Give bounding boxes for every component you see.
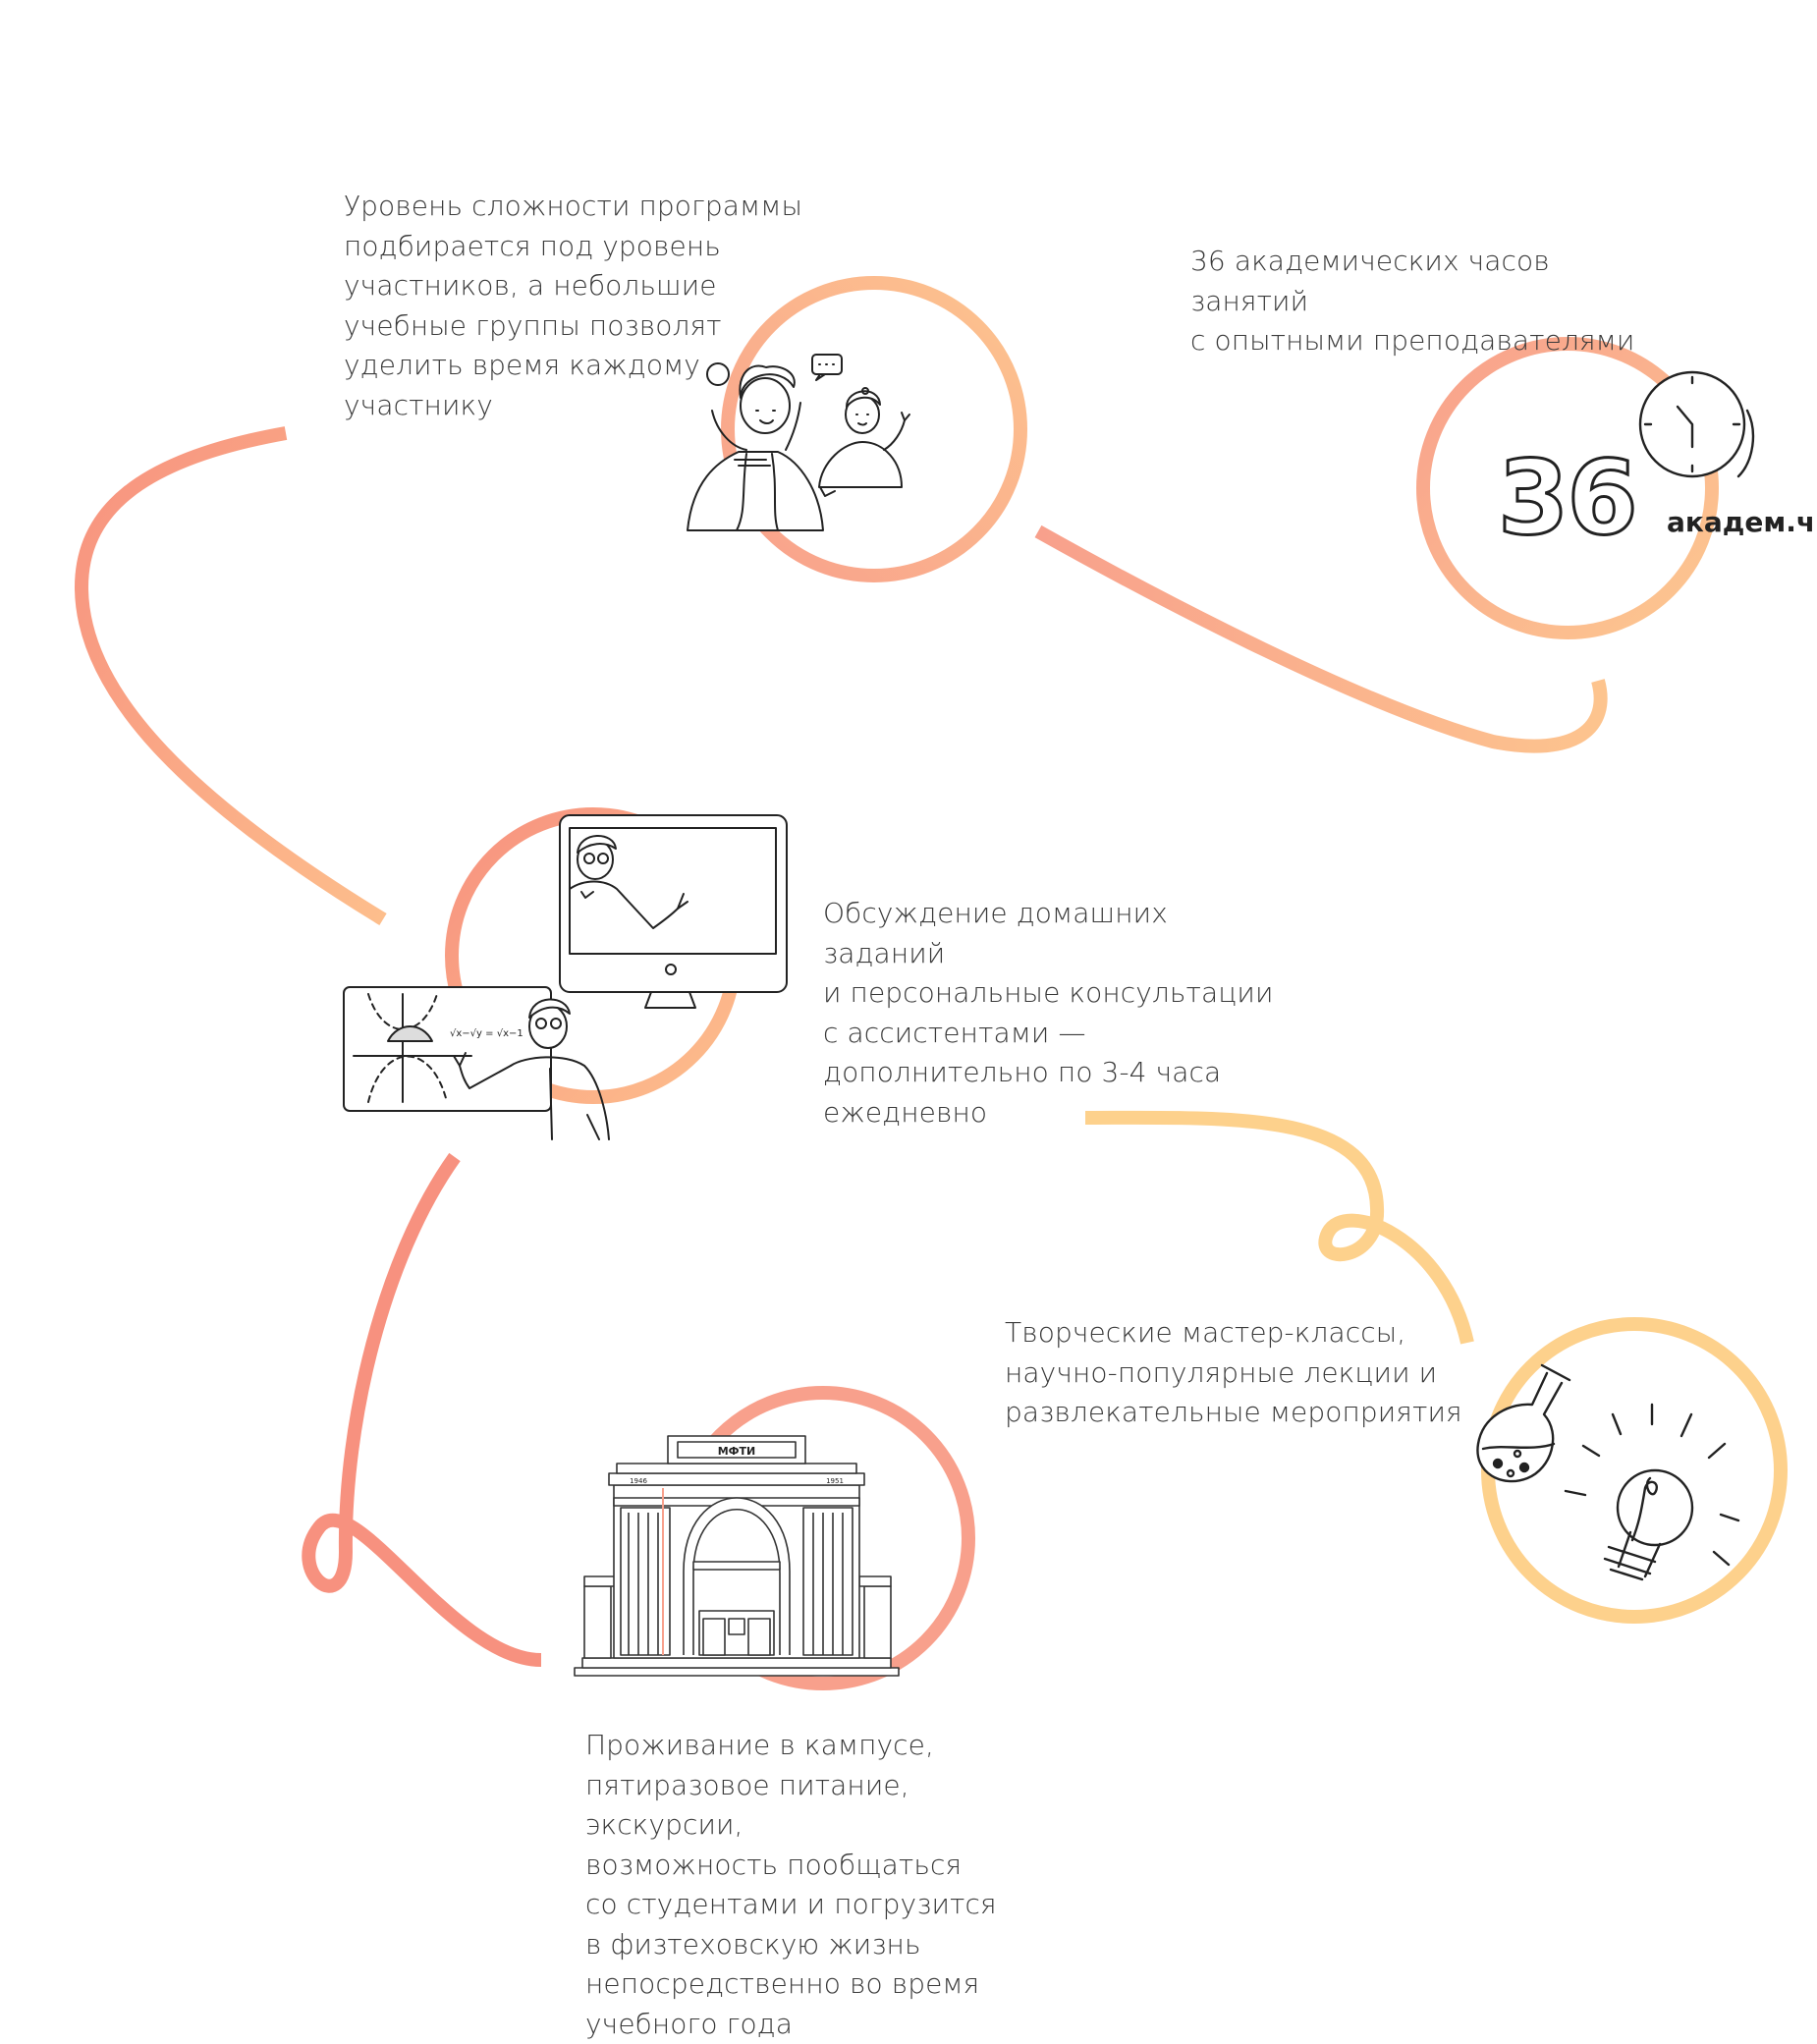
teacher-and-student-icon bbox=[687, 354, 910, 531]
ring-1 bbox=[721, 276, 1027, 582]
feature-text-program-level: Уровень сложности программы подбирается … bbox=[344, 190, 802, 421]
feature-text-academic-hours: 36 академических часов занятий с опытным… bbox=[1190, 245, 1635, 357]
building-year-left: 1946 bbox=[630, 1477, 647, 1485]
feature-text-campus-life: Проживание в кампусе, пятиразовое питани… bbox=[585, 1729, 997, 2040]
building-year-right: 1951 bbox=[826, 1477, 844, 1485]
connector-curve-3 bbox=[1084, 1110, 1474, 1345]
feature-text-masterclasses: Творческие мастер-классы, научно-популяр… bbox=[1005, 1316, 1462, 1428]
connector-curve-4 bbox=[302, 1152, 542, 1667]
feature-text-consultations: Обсуждение домашних заданий и персональн… bbox=[823, 897, 1274, 1129]
online-lecture-icon: √x−√y = √x−1 bbox=[343, 814, 788, 1140]
connector-curve-2 bbox=[1034, 525, 1608, 753]
hours-badge-number: 36 bbox=[1498, 438, 1636, 558]
clock-icon bbox=[1638, 370, 1755, 478]
flask-and-lightbulb-icon bbox=[1476, 1363, 1740, 1581]
university-building-icon: МФТИ 1946 1951 bbox=[574, 1435, 900, 1677]
svg-text:√x−√y = √x−1: √x−√y = √x−1 bbox=[450, 1028, 523, 1039]
ring-2 bbox=[1416, 337, 1719, 639]
connector-curve-1 bbox=[74, 426, 387, 925]
building-sign: МФТИ bbox=[718, 1445, 756, 1458]
hours-badge-unit: академ.ч. bbox=[1667, 506, 1817, 538]
